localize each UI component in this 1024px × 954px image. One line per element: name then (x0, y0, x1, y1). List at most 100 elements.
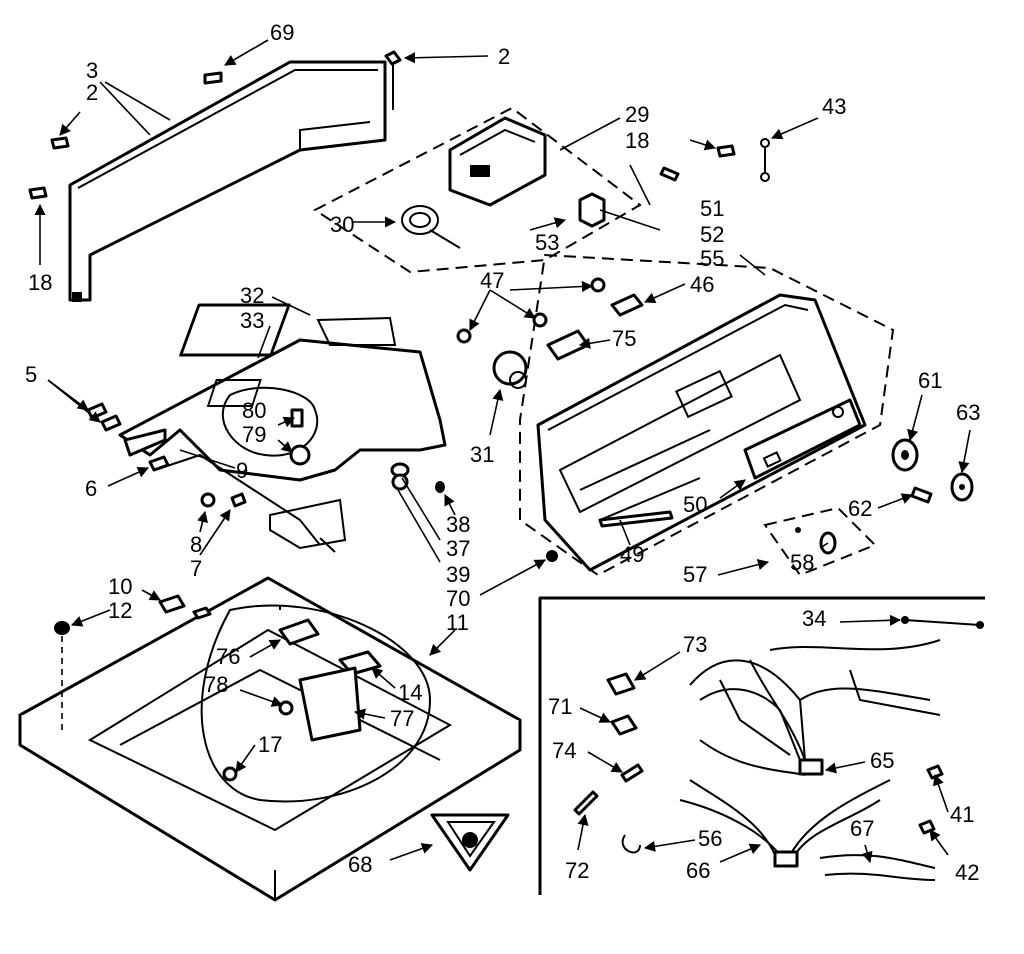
callout-30: 30 (330, 212, 354, 237)
harness-inset (538, 596, 985, 895)
callout-68: 68 (348, 852, 372, 877)
callout-32: 32 (240, 283, 264, 308)
callout-63: 63 (956, 400, 980, 425)
callout-10: 10 (108, 574, 132, 599)
callout-41: 41 (950, 802, 974, 827)
callout-66: 66 (686, 858, 710, 883)
rod-assembly (269, 498, 347, 553)
callout-71: 71 (548, 694, 572, 719)
switch-46 (610, 293, 644, 317)
connector-73 (606, 672, 636, 696)
callout-53: 53 (535, 230, 559, 255)
callout-58: 58 (790, 550, 814, 575)
callout-18a: 18 (28, 270, 52, 295)
screw-62 (910, 486, 933, 504)
screw-2b (50, 136, 70, 150)
spacer-39 (391, 473, 409, 491)
callout-79: 79 (242, 422, 266, 447)
callout-61: 61 (918, 368, 942, 393)
leader-lines (34, 39, 971, 864)
backsplash-bracket (68, 60, 387, 302)
harness-65 (689, 639, 941, 776)
callout-55: 55 (700, 246, 724, 271)
callout-7: 7 (190, 556, 202, 581)
callout-33: 33 (240, 308, 264, 333)
lint-guide-68 (430, 813, 510, 872)
callout-31: 31 (470, 442, 494, 467)
nut-47a (532, 312, 548, 328)
wire-67 (819, 854, 936, 881)
callout-34: 34 (802, 606, 826, 631)
screw-18b (716, 144, 736, 158)
callout-42: 42 (955, 860, 979, 885)
timer-motor-30 (401, 205, 461, 249)
rotary-switch-31 (492, 350, 528, 389)
callout-50: 50 (683, 492, 707, 517)
callout-67: 67 (850, 816, 874, 841)
callout-17: 17 (258, 732, 282, 757)
screw-17 (222, 766, 238, 782)
callout-39: 39 (446, 562, 470, 587)
callout-51: 51 (700, 196, 724, 221)
wire-56 (621, 834, 641, 854)
screw-18a (28, 186, 48, 200)
callout-49: 49 (620, 542, 644, 567)
callout-56: 56 (698, 826, 722, 851)
callout-38: 38 (446, 512, 470, 537)
screw-51 (659, 166, 680, 182)
callout-11: 11 (446, 610, 469, 635)
callout-77: 77 (390, 706, 414, 731)
screw-8 (200, 492, 216, 508)
foot-12 (54, 621, 70, 730)
callout-18b: 18 (625, 128, 649, 153)
screw-69 (203, 71, 223, 85)
fuse-72 (573, 790, 599, 816)
callout-76: 76 (216, 644, 240, 669)
trim-49 (598, 510, 674, 528)
wire-34 (901, 616, 984, 629)
screw-7 (230, 492, 247, 508)
clip-43 (760, 138, 770, 182)
nut-47b (590, 277, 606, 293)
foot-70 (546, 550, 558, 562)
callout-72: 72 (565, 858, 589, 883)
screw-78 (278, 700, 294, 716)
switch-76 (278, 618, 320, 646)
knob-63 (950, 472, 974, 502)
callout-47: 47 (480, 268, 504, 293)
nut-47c (456, 328, 472, 344)
callout-43: 43 (822, 94, 846, 119)
terminal-42 (918, 819, 936, 835)
terminal-74 (620, 763, 644, 783)
callout-6: 6 (85, 476, 97, 501)
switch-53 (578, 192, 606, 228)
knob-61 (891, 438, 919, 472)
lever-9 (123, 428, 321, 546)
callout-57: 57 (683, 562, 707, 587)
callout-29: 29 (625, 102, 649, 127)
bracket-10 (158, 594, 212, 620)
top-cover-plate (118, 303, 447, 482)
callout-2b: 2 (86, 80, 98, 105)
harness-66 (679, 779, 891, 868)
connector-71 (610, 714, 638, 736)
callout-14: 14 (398, 680, 422, 705)
callout-80: 80 (242, 398, 266, 423)
callout-12: 12 (108, 598, 132, 623)
callout-9: 9 (236, 458, 248, 483)
callout-70: 70 (446, 586, 470, 611)
callout-labels: 69 2 3 2 18 29 18 43 30 53 51 52 55 32 3… (25, 20, 980, 885)
screw-2a (384, 50, 402, 110)
callout-52: 52 (700, 222, 724, 247)
console-panel (519, 253, 895, 577)
nut-79 (289, 444, 311, 466)
callout-62: 62 (848, 496, 872, 521)
callout-75: 75 (612, 326, 636, 351)
timer-assembly (313, 106, 642, 274)
callout-69: 69 (270, 20, 294, 45)
callout-78: 78 (204, 672, 228, 697)
callout-73: 73 (683, 632, 707, 657)
callout-2a: 2 (498, 44, 510, 69)
callout-5: 5 (25, 362, 37, 387)
